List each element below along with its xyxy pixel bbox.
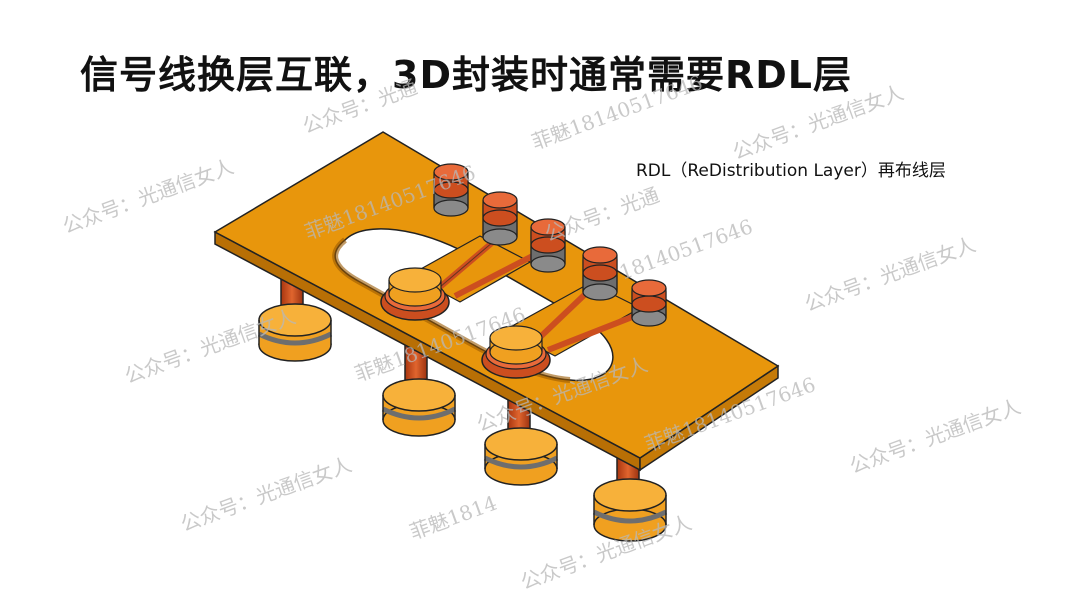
bottom-interconnect-3 [483, 399, 559, 486]
landing-pad-1 [380, 267, 450, 321]
micro-bump-4 [582, 246, 618, 301]
landing-pad-2 [481, 325, 551, 379]
micro-bump-5 [631, 279, 667, 327]
bottom-interconnect-2 [381, 344, 457, 437]
micro-bump-3 [530, 218, 566, 273]
rdl-substrate [213, 131, 780, 472]
rdl-caption: RDL（ReDistribution Layer）再布线层 [636, 161, 946, 181]
micro-bump-1 [433, 163, 469, 217]
micro-bump-2 [482, 191, 518, 246]
slide-title: 信号线换层互联，3D封装时通常需要RDL层 [80, 53, 853, 97]
